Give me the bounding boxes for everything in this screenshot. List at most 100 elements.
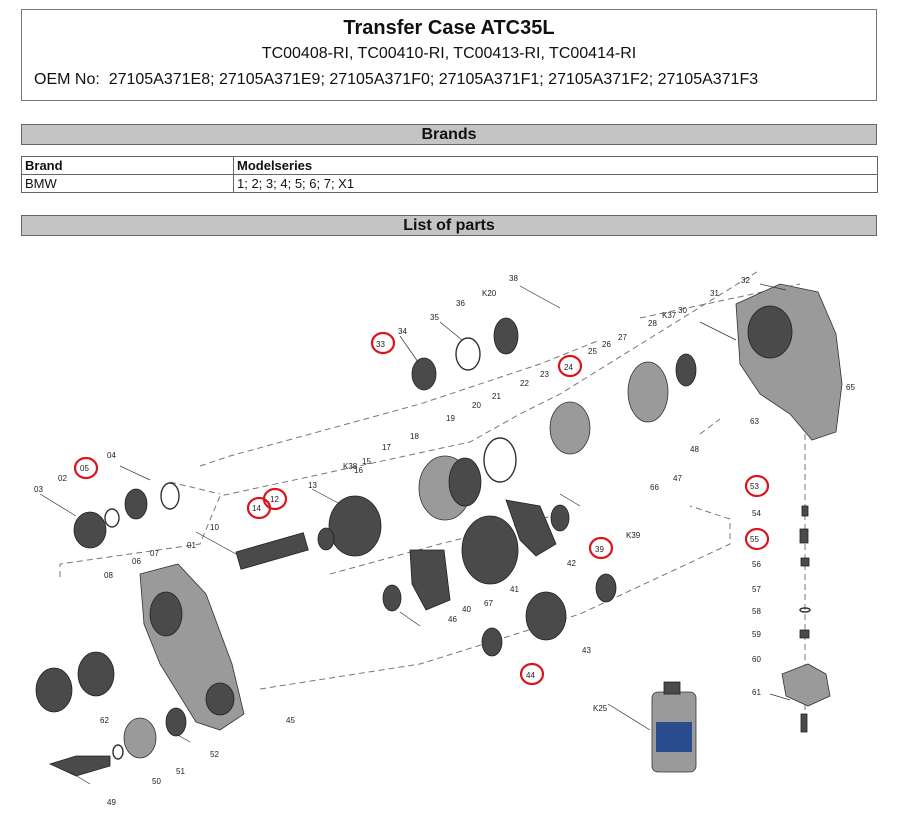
assembly-outline — [259, 418, 731, 690]
label-53: 53 — [750, 482, 759, 491]
assembly-outline — [59, 269, 761, 577]
assembly-outline — [169, 481, 561, 575]
col-modelseries: Modelseries — [233, 156, 878, 175]
label-02: 02 — [58, 474, 67, 483]
housing-bore — [747, 305, 793, 359]
part-55 — [799, 528, 809, 544]
bolt-61 — [800, 713, 808, 733]
label-K25: K25 — [593, 704, 608, 713]
label-14: 14 — [252, 504, 261, 513]
bearing-44 — [481, 627, 503, 657]
gear-43 — [525, 591, 567, 641]
label-52: 52 — [210, 750, 219, 759]
label-39: 39 — [595, 545, 604, 554]
part-59 — [799, 629, 810, 639]
label-21: 21 — [492, 392, 501, 401]
clutch-pack-23 — [549, 401, 591, 455]
label-26: 26 — [602, 340, 611, 349]
label-01: 01 — [187, 541, 196, 550]
bearing-39 — [382, 584, 402, 612]
label-18: 18 — [410, 432, 419, 441]
label-34: 34 — [398, 327, 407, 336]
actuator-61 — [781, 663, 831, 707]
label-30: 30 — [678, 306, 687, 315]
clutch-plate-26 — [627, 361, 669, 423]
label-41: 41 — [510, 585, 519, 594]
label-08: 08 — [104, 571, 113, 580]
label-K20: K20 — [482, 289, 497, 298]
bearing-34 — [411, 357, 437, 391]
label-12: 12 — [270, 495, 279, 504]
flange-62b — [77, 651, 115, 697]
label-27: 27 — [618, 333, 627, 342]
part-53 — [801, 505, 809, 517]
label-25: 25 — [588, 347, 597, 356]
bearing-39b — [550, 504, 570, 532]
part-58 — [799, 607, 811, 613]
label-35: 35 — [430, 313, 439, 322]
label-K38: K38 — [343, 462, 358, 471]
label-07: 07 — [150, 549, 159, 558]
label-22: 22 — [520, 379, 529, 388]
label-32: 32 — [741, 276, 750, 285]
highlight-24 — [557, 354, 583, 378]
header-box: Transfer Case ATC35L TC00408-RI, TC00410… — [21, 9, 877, 101]
label-38: 38 — [509, 274, 518, 283]
label-51: 51 — [176, 767, 185, 776]
label-58: 58 — [752, 607, 761, 616]
exploded-parts-diagram: 01 02 03 04 05 06 07 08 10 12 13 14 15 1… — [34, 269, 855, 807]
ring-50 — [112, 744, 124, 760]
part-56 — [800, 557, 810, 567]
label-42: 42 — [567, 559, 576, 568]
housing-bore — [149, 591, 183, 637]
ring-02 — [104, 508, 120, 528]
oem-line: OEM No: 27105A371E8; 27105A371E9; 27105A… — [22, 71, 876, 89]
label-13: 13 — [308, 481, 317, 490]
label-63: 63 — [750, 417, 759, 426]
flange-62 — [35, 667, 73, 713]
label-28: 28 — [648, 319, 657, 328]
brands-table: Brand Modelseries BMW 1; 2; 3; 4; 5; 6; … — [21, 156, 878, 193]
highlight-44 — [519, 662, 545, 686]
label-10: 10 — [210, 523, 219, 532]
label-59: 59 — [752, 630, 761, 639]
sprocket-19 — [448, 457, 482, 507]
flange-36 — [493, 317, 519, 355]
label-65: 65 — [846, 383, 855, 392]
col-brand: Brand — [21, 156, 234, 175]
label-23: 23 — [540, 370, 549, 379]
oil-bottle-cap — [663, 681, 681, 695]
label-45: 45 — [286, 716, 295, 725]
label-K37: K37 — [662, 311, 677, 320]
highlight-53 — [744, 474, 770, 498]
modelseries-cell: 1; 2; 3; 4; 5; 6; 7; X1 — [233, 174, 878, 193]
label-66: 66 — [650, 483, 659, 492]
label-03: 03 — [34, 485, 43, 494]
label-19: 19 — [446, 414, 455, 423]
label-17: 17 — [382, 443, 391, 452]
assembly-outline — [199, 283, 801, 467]
page-title: Transfer Case ATC35L — [343, 17, 555, 39]
seal-03 — [73, 511, 107, 549]
label-40: 40 — [462, 605, 471, 614]
label-48: 48 — [690, 445, 699, 454]
snap-ring-04 — [160, 482, 180, 510]
lever-40 — [409, 549, 451, 611]
label-04: 04 — [107, 451, 116, 460]
label-44: 44 — [526, 671, 535, 680]
label-K39: K39 — [626, 531, 641, 540]
label-50: 50 — [152, 777, 161, 786]
label-61: 61 — [752, 688, 761, 697]
highlight-39 — [588, 536, 614, 560]
output-shaft-49 — [48, 755, 111, 777]
brand-cell: BMW — [21, 174, 234, 193]
brands-heading: Brands — [21, 124, 877, 145]
sleeve-51 — [123, 717, 157, 759]
seal-52 — [165, 707, 187, 737]
label-62: 62 — [100, 716, 109, 725]
table-header-row: Brand Modelseries — [21, 156, 878, 175]
label-15: 15 — [362, 457, 371, 466]
chain-20 — [483, 437, 517, 483]
label-06: 06 — [132, 557, 141, 566]
bearing-44b — [595, 573, 617, 603]
